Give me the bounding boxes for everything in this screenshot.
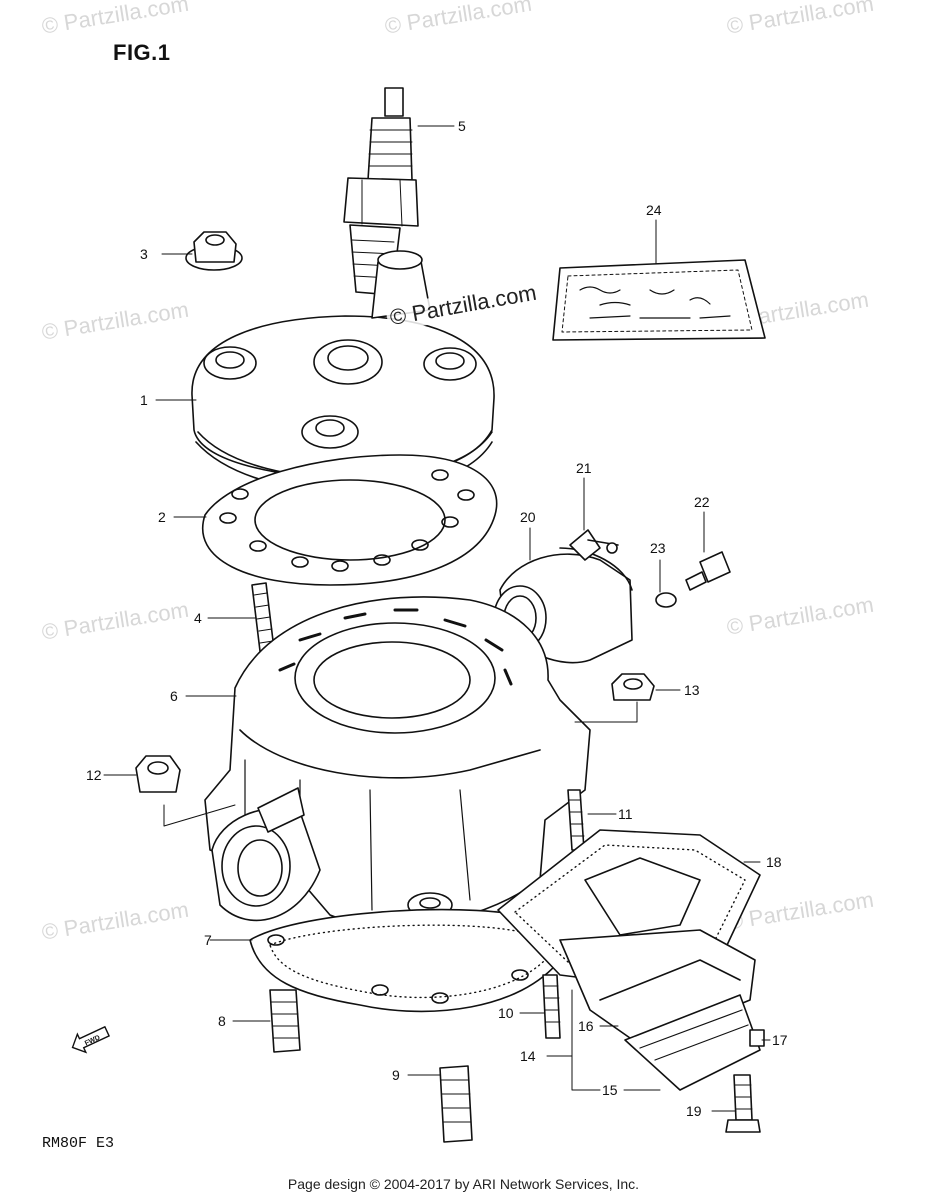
callout-10: 10 [498,1005,514,1021]
leader-lines [103,125,771,1112]
callout-17: 17 [772,1032,788,1048]
nut-13 [611,673,655,701]
callout-22: 22 [694,494,710,510]
callout-12: 12 [86,767,102,783]
callout-24: 24 [646,202,662,218]
callout-20: 20 [520,509,536,525]
bolt-22 [685,551,731,591]
callout-1: 1 [140,392,148,408]
callout-6: 6 [170,688,178,704]
footer-credit: Page design © 2004-2017 by ARI Network S… [287,1176,640,1192]
nut-12 [135,755,181,793]
washer-23 [655,592,677,608]
head-gasket-2 [202,454,498,586]
callout-23: 23 [650,540,666,556]
flange-nut-3 [185,231,243,271]
cylinder-6 [204,596,591,927]
callout-11: 11 [618,806,633,822]
callout-4: 4 [194,610,202,626]
cylinder-head-1 [191,250,495,493]
stud-10 [542,974,561,1039]
callout-21: 21 [576,460,592,476]
clamp-21 [569,529,619,561]
callout-18: 18 [766,854,782,870]
callout-2: 2 [158,509,166,525]
callout-5: 5 [458,118,466,134]
model-code: RM80F E3 [42,1135,115,1152]
stud-8 [269,989,301,1053]
callout-19: 19 [686,1103,702,1119]
fwd-arrow-icon: FWD [71,1025,111,1054]
stud-11 [567,789,585,851]
callout-15: 15 [602,1082,618,1098]
callout-3: 3 [140,246,148,262]
reed-petals-15 [624,994,761,1091]
callout-13: 13 [684,682,700,698]
screw-17 [749,1029,765,1047]
callout-7: 7 [204,932,212,948]
callout-8: 8 [218,1013,226,1029]
figure-title: FIG.1 [113,40,171,65]
callout-9: 9 [392,1067,400,1083]
callout-14: 14 [520,1048,536,1064]
stud-9 [439,1065,473,1143]
callout-16: 16 [578,1018,594,1034]
label-plate-24 [552,259,766,341]
base-gasket-7 [249,908,561,1013]
bolt-19 [725,1074,761,1133]
